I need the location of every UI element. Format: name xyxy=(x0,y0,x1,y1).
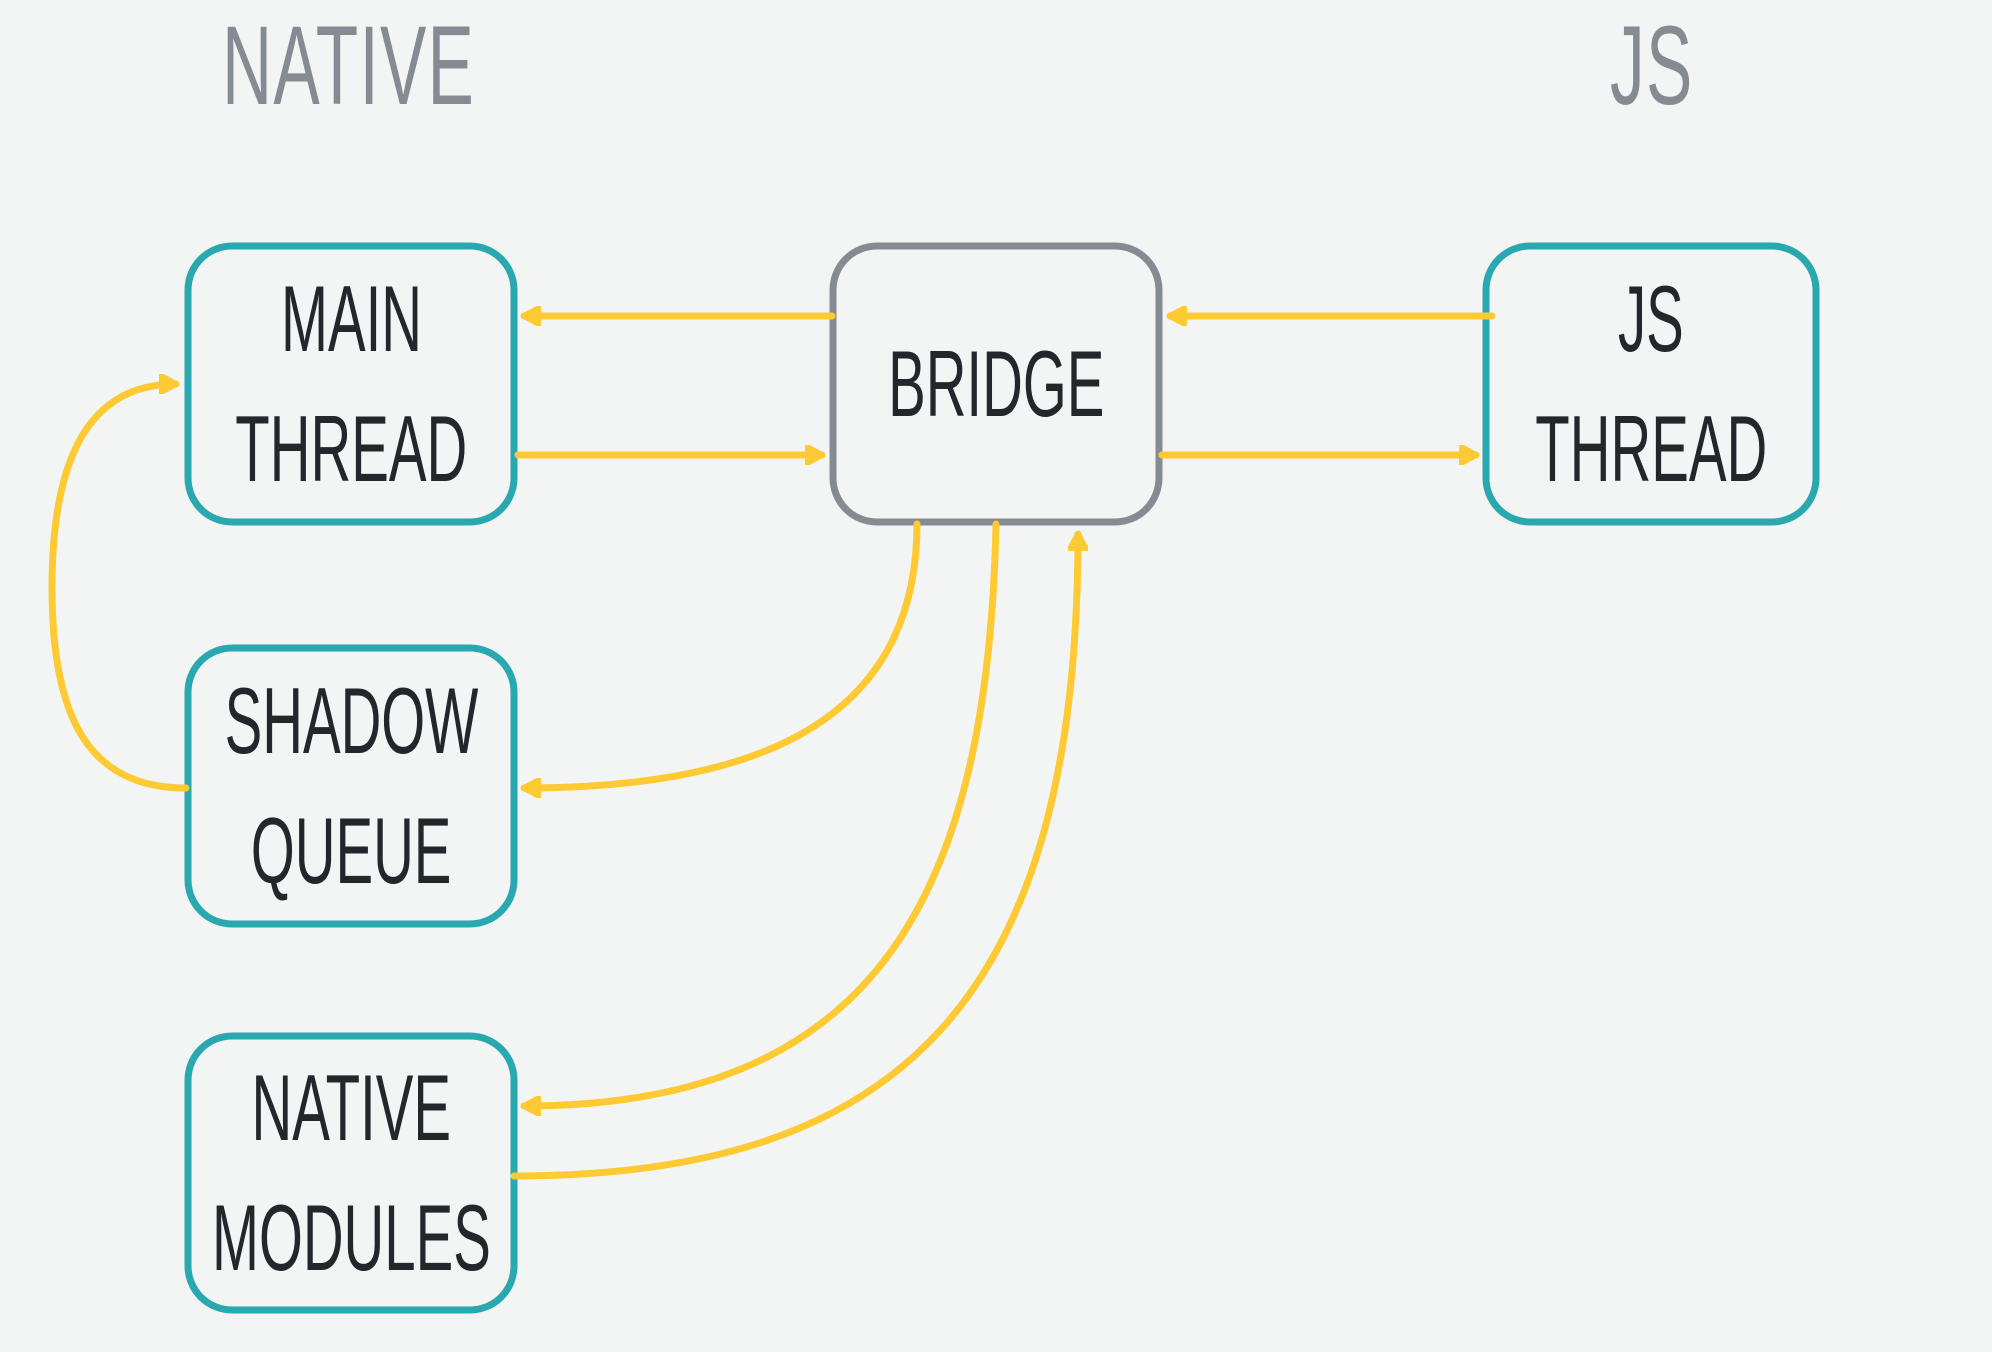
arrow-bridge-to-shadow-queue xyxy=(520,520,921,788)
arrow-bridge-to-native-modules xyxy=(520,520,1000,1106)
native-modules-box[interactable] xyxy=(184,1032,518,1314)
arrow-native-modules-to-bridge xyxy=(510,530,1078,1180)
shadow-queue-box[interactable] xyxy=(184,644,518,928)
native-column-header: NATIVE xyxy=(222,3,476,128)
arrow-shadow-queue-to-main-thread xyxy=(48,384,190,792)
js-column-header: JS xyxy=(1610,3,1694,128)
bridge-box[interactable] xyxy=(829,242,1163,526)
main-thread-box[interactable] xyxy=(184,242,518,526)
js-thread-box[interactable] xyxy=(1482,242,1820,526)
